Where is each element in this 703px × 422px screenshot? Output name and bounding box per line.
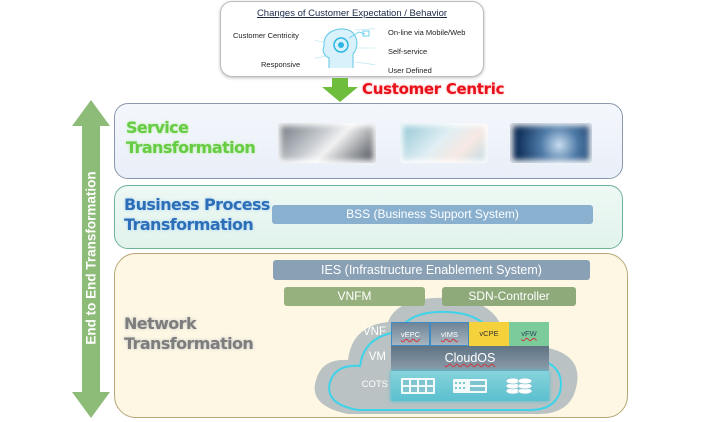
customer-expectation-title: Changes of Customer Expectation / Behavi… bbox=[256, 8, 448, 19]
cloudos-label: CloudOS bbox=[444, 351, 496, 365]
vnf-vfw-label: vFW bbox=[521, 329, 537, 338]
label-user-defined: User Defined bbox=[388, 66, 432, 75]
cloudos-bar: CloudOS bbox=[391, 346, 549, 371]
vnf-vepc: vEPC bbox=[391, 322, 430, 346]
vnf-vims: vIMS bbox=[430, 322, 469, 346]
label-self-service: Self-service bbox=[388, 47, 428, 56]
service-transformation-title: Service Transformation bbox=[126, 118, 256, 157]
sdn-controller-bar: SDN-Controller bbox=[442, 287, 576, 306]
label-responsive: Responsive bbox=[261, 60, 301, 69]
customer-centric-label: Customer Centric bbox=[362, 80, 505, 98]
vm-label: VM bbox=[368, 351, 386, 363]
ies-bar: IES (Infrastructure Enablement System) bbox=[273, 260, 590, 280]
analytics-dashboard-photo bbox=[400, 123, 488, 163]
tablet-user-photo bbox=[278, 123, 376, 163]
storage-disk-icon bbox=[505, 377, 533, 395]
head-circuit-icon bbox=[315, 28, 375, 68]
end-to-end-label: End to End Transformation bbox=[83, 171, 99, 345]
vnf-vcpe-label: vCPE bbox=[479, 329, 499, 338]
network-switch-icon bbox=[453, 379, 487, 393]
bss-bar: BSS (Business Support System) bbox=[272, 205, 593, 224]
vnf-vfw: vFW bbox=[509, 322, 549, 346]
server-rack-icon bbox=[401, 378, 435, 394]
vnf-vepc-label: vEPC bbox=[400, 330, 421, 339]
label-online-mobile-web: On-line via Mobile/Web bbox=[388, 28, 466, 37]
business-process-title: Business Process Transformation bbox=[124, 195, 270, 234]
vnf-label: VNF bbox=[363, 326, 386, 338]
cloud-network-photo bbox=[510, 123, 592, 163]
cots-label: COTS bbox=[361, 379, 388, 390]
down-arrow-icon bbox=[322, 78, 358, 102]
vnf-vims-label: vIMS bbox=[440, 330, 459, 339]
end-to-end-arrow-icon bbox=[72, 100, 110, 418]
label-customer-centricity: Customer Centricity bbox=[233, 31, 299, 40]
customer-expectation-box: Changes of Customer Expectation / Behavi… bbox=[220, 1, 484, 77]
network-transformation-title: Network Transformation bbox=[124, 314, 254, 353]
vnf-vcpe: vCPE bbox=[469, 322, 509, 346]
vnfm-bar: VNFM bbox=[284, 287, 425, 306]
